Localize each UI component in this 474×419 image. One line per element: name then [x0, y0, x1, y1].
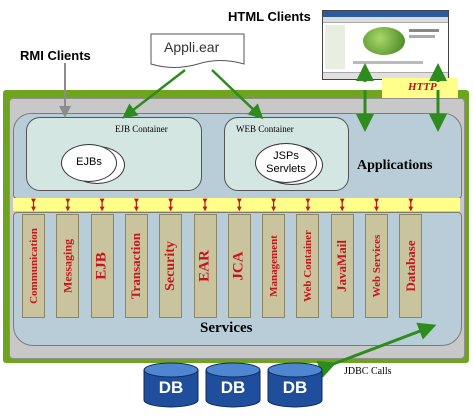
- services-label: Services: [200, 320, 253, 336]
- browser-sidebar: [325, 25, 345, 69]
- ejbs-label: EJBs: [76, 156, 102, 168]
- database-icon: [143, 362, 199, 408]
- database-icon: [205, 362, 261, 408]
- jdbc-calls-label: JDBC Calls: [344, 366, 392, 377]
- applications-label: Applications: [357, 158, 433, 173]
- database-label: DB: [158, 378, 184, 397]
- browser-toolbar: [323, 17, 448, 23]
- service-bus: [13, 198, 460, 211]
- database-icon: [267, 362, 323, 408]
- jsps-label: JSPs: [273, 150, 299, 162]
- service-management: Management: [262, 214, 286, 318]
- service-ejb: EJB: [90, 214, 114, 318]
- browser-content: [323, 23, 448, 72]
- web-container: WEB Container JSPs Servlets: [224, 117, 349, 191]
- service-database: Database: [399, 214, 423, 318]
- browser-statusbar: [323, 72, 448, 79]
- bus-arrows: [31, 198, 414, 212]
- service-ear: EAR: [193, 214, 217, 318]
- service-communication: Communication: [22, 214, 45, 318]
- browser-titlebar: [323, 11, 448, 17]
- html-client-browser: [322, 10, 449, 80]
- globe-icon: [363, 27, 405, 55]
- service-messaging: Messaging: [56, 214, 80, 318]
- web-container-title: WEB Container: [236, 124, 294, 134]
- ejb-container-title: EJB Container: [115, 124, 168, 134]
- service-jca: JCA: [227, 214, 251, 318]
- service-web-container: Web Container: [296, 214, 320, 318]
- deploy-ejb-arrow: [122, 69, 186, 119]
- rmi-clients-label: RMI Clients: [20, 48, 91, 63]
- database-cylinder: DB: [142, 362, 200, 408]
- browser-text-line: [353, 61, 423, 64]
- service-web-services: Web Services: [365, 214, 388, 318]
- deploy-web-arrow: [211, 69, 264, 120]
- database-cylinder: DB: [266, 362, 324, 408]
- browser-text-line: [409, 35, 435, 38]
- database-cylinder: DB: [204, 362, 262, 408]
- database-label: DB: [282, 378, 308, 397]
- html-clients-label: HTML Clients: [228, 9, 311, 24]
- ejbs-ellipse: EJBs: [61, 144, 117, 182]
- service-security: Security: [159, 214, 183, 318]
- browser-text-line: [409, 29, 439, 32]
- service-transaction: Transaction: [124, 214, 148, 318]
- service-javamail: JavaMail: [330, 214, 354, 318]
- servlets-label: Servlets: [266, 163, 306, 175]
- database-label: DB: [220, 378, 246, 397]
- appli-ear-label: Appli.ear: [164, 39, 220, 55]
- jsps-servlets-ellipse: JSPs Servlets: [255, 143, 317, 183]
- http-label: HTTP: [408, 81, 437, 93]
- document-icon: [150, 33, 245, 68]
- appli-ear-document: Appli.ear: [150, 33, 245, 71]
- ejb-container: EJB Container EJBs: [26, 117, 202, 191]
- jdbc-arrow: [316, 322, 437, 378]
